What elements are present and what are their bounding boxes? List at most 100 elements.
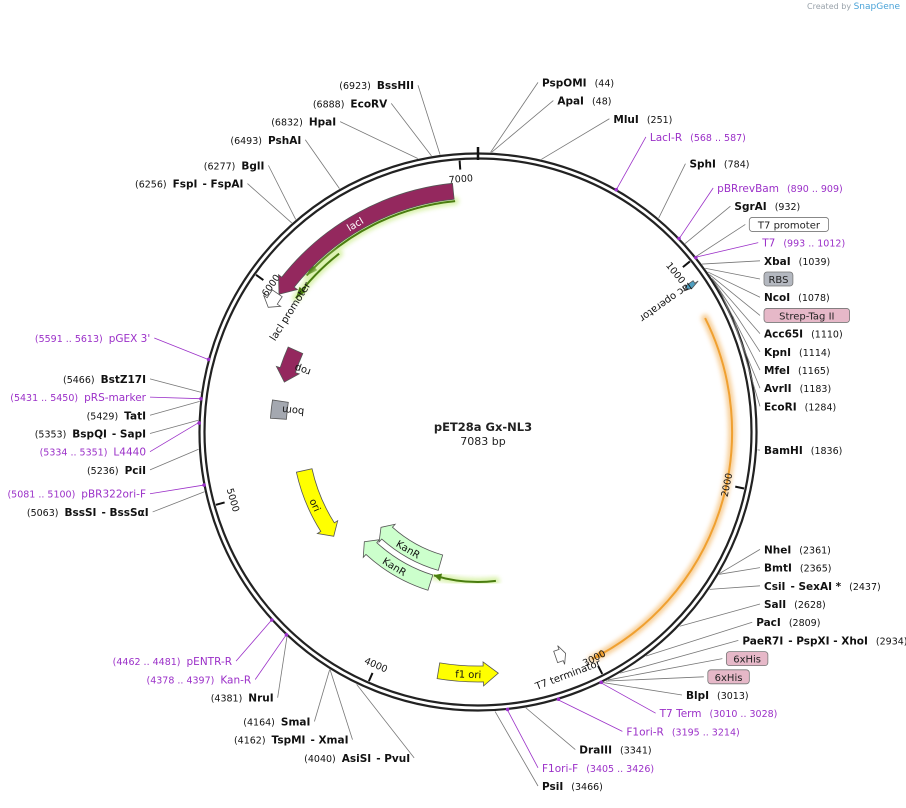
feature-shape [436, 661, 499, 687]
primer-pbrrevbam: pBRrevBam(890 .. 909) [717, 183, 843, 195]
site-extra: - FspAI [202, 179, 243, 191]
label-leader [491, 100, 554, 153]
label-leader [304, 139, 340, 189]
site-name: MfeI [764, 365, 790, 377]
site-name: SgrAI [734, 201, 766, 213]
primer-name: pBRrevBam [717, 183, 779, 195]
site-pos: (2437) [849, 582, 881, 593]
site-pshai: (6493)PshAI [230, 135, 301, 147]
site-fspi: (6256)FspI- FspAI [135, 179, 243, 191]
site-name: BstZ17I [101, 374, 146, 386]
feature-f1-ori: f1 ori [436, 661, 499, 687]
site-pos: (1110) [811, 330, 843, 341]
primer-mark [505, 707, 510, 712]
site-blpi: BlpI(3013) [686, 690, 749, 702]
site-name: AvrII [764, 383, 792, 395]
site-nrui: (4381)NruI [211, 693, 274, 705]
site-name: KpnI [764, 347, 791, 359]
site-name: BssHII [377, 80, 414, 92]
primer-range: (3010 .. 3028) [710, 709, 778, 720]
primer-mark [599, 680, 604, 685]
feature-shape [270, 399, 289, 420]
site-pos: (5063) [27, 508, 59, 519]
label-leader [490, 82, 539, 153]
site-kpni: KpnI (1114) [764, 347, 831, 359]
site-name: DraIII [579, 745, 612, 757]
primer-range: (5334 .. 5351) [40, 448, 108, 459]
label-leader [601, 682, 656, 714]
site-pos: (6888) [313, 99, 345, 110]
label-leader [695, 224, 746, 257]
site-tspmi: (4162)TspMI- XmaI [234, 735, 349, 747]
site-pos: (4164) [243, 717, 275, 728]
site-draiii: DraIII (3341) [579, 745, 651, 757]
site-tati: (5429)TatI [87, 410, 146, 422]
primer-t7-term: T7 Term(3010 .. 3028) [659, 708, 778, 720]
site-pos: (2365) [800, 564, 832, 575]
site-asisi: (4040)AsiSI- PvuI [304, 753, 410, 765]
label-leader [719, 549, 761, 574]
primer-f1ori-f: F1ori-F(3405 .. 3426) [542, 763, 654, 775]
label-leader [702, 260, 761, 265]
primer-range: (993 .. 1012) [783, 239, 845, 250]
site-pos: (5466) [63, 375, 95, 386]
label-leader [149, 484, 204, 495]
site-name: BspQI [72, 428, 107, 440]
primer-mark [677, 236, 681, 241]
site-name: EcoRI [764, 401, 797, 413]
primer-range: (4462 .. 4481) [113, 657, 181, 668]
label-leaders [149, 82, 761, 787]
label-leader [707, 271, 761, 298]
site-nhei: NheI(2361) [764, 544, 831, 556]
site-name: SphI [689, 159, 715, 171]
tick-label: 5000 [224, 487, 241, 513]
site-extra: - PvuI [376, 753, 410, 765]
site-name: Acc65I [764, 329, 803, 341]
site-extra: - SapI [112, 428, 146, 440]
feature-shape [553, 645, 566, 665]
site-pos: (5236) [87, 466, 119, 477]
site-pos: (251) [647, 115, 673, 126]
label-leader [696, 242, 759, 258]
site-pos: (2934) [876, 636, 906, 647]
primer-range: (5591 .. 5613) [35, 334, 103, 345]
primer-kan-r: (4378 .. 4397)Kan-R [146, 675, 251, 687]
orf-line [591, 317, 734, 660]
label-leader [494, 711, 539, 787]
site-pspomi: PspOMI(44) [542, 77, 614, 89]
boxed-label-bg [763, 308, 850, 323]
site-pos: (5353) [35, 429, 67, 440]
feature-shape [262, 289, 283, 308]
primer-name: pBR322ori-F [81, 489, 146, 501]
primer-name: LacI-R [650, 132, 682, 144]
feature-shape [295, 468, 339, 537]
tick-mark [735, 485, 745, 490]
feature-label: rop [293, 361, 312, 377]
label-leader [705, 267, 761, 280]
site-pos: (1114) [799, 348, 831, 359]
label-leader [149, 419, 199, 434]
tick-mark [458, 160, 462, 170]
site-name: PacI [756, 617, 781, 629]
site-bsshii: (6923)BssHII [339, 80, 414, 92]
site-bstz17i: (5466) BstZ17I [63, 374, 146, 386]
boxed-t7-promoter: T7 promoter [757, 220, 821, 231]
primer-mark [614, 187, 619, 192]
label-leader [558, 699, 623, 732]
site-pos: (1183) [800, 384, 832, 395]
boxed-label-bg [748, 217, 830, 232]
site-pos: (48) [592, 97, 612, 108]
site-name: PaeR7I [742, 635, 783, 647]
site-bmti: BmtI(2365) [764, 563, 831, 575]
site-name: PshAI [268, 135, 301, 147]
tick-mark [367, 672, 374, 682]
primer-name: pRS-marker [84, 392, 147, 404]
site-pos: (3013) [717, 691, 749, 702]
primer-prs-marker: (5431 .. 5450)pRS-marker [10, 392, 146, 404]
site-pos: (3341) [620, 746, 652, 757]
label-leader [268, 165, 297, 220]
label-leader [314, 669, 331, 722]
tick-mark [597, 665, 604, 675]
tick-label: 7000 [448, 173, 473, 186]
site-sali: SalI(2628) [764, 599, 826, 611]
